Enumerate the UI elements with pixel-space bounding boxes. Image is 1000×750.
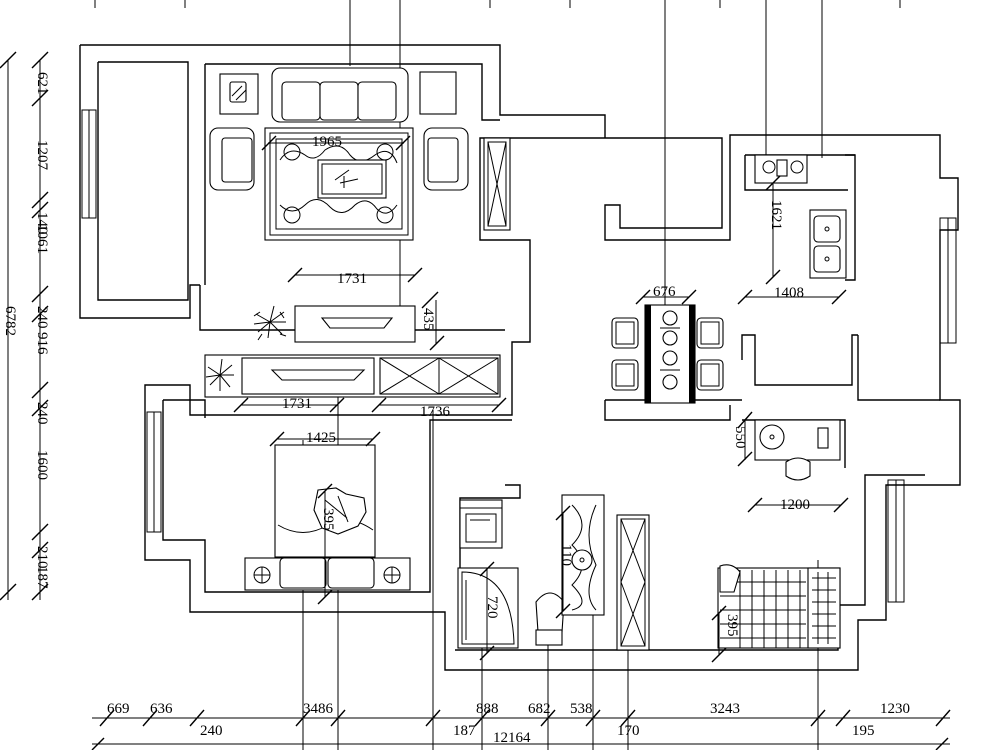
shower bbox=[457, 567, 519, 649]
side-table bbox=[419, 71, 457, 115]
single-bed bbox=[717, 564, 841, 649]
left-dim-916: 916 bbox=[34, 332, 50, 355]
left-dimensions: 621 1207 140 1061 240 6782 916 240 1600 … bbox=[2, 72, 50, 589]
dim-kitchen-depth: 1621 bbox=[768, 200, 784, 230]
left-dim-240b: 240 bbox=[34, 402, 50, 425]
dim-wall-435: 435 bbox=[420, 308, 436, 331]
left-dim-1061: 1061 bbox=[34, 224, 50, 254]
dim-shower-720: 720 bbox=[484, 596, 500, 619]
dim-toilet-110: 110 bbox=[558, 544, 574, 566]
dim-tv-span: 1731 bbox=[282, 396, 312, 412]
bottom-dim-3486: 3486 bbox=[303, 701, 334, 717]
living-cabinet bbox=[483, 137, 511, 231]
dim-kitchen-width: 1408 bbox=[774, 285, 804, 301]
dim-rug-width: 1965 bbox=[312, 134, 342, 150]
area-rug bbox=[264, 127, 414, 241]
interior-dimensions: 1965 1731 1731 1736 435 1425 395 676 140… bbox=[282, 134, 810, 637]
dim-living-span: 1731 bbox=[337, 271, 367, 287]
stove bbox=[754, 154, 808, 184]
left-dim-240: 240 bbox=[34, 306, 50, 329]
bottom-dim-187: 187 bbox=[453, 723, 476, 739]
bottom-dim-538: 538 bbox=[570, 701, 593, 717]
bottom-dim-3243: 3243 bbox=[710, 701, 740, 717]
bottom-dim-636: 636 bbox=[150, 701, 173, 717]
left-dim-1600: 1600 bbox=[34, 450, 50, 480]
washbasin bbox=[754, 419, 841, 481]
toilet bbox=[535, 592, 565, 646]
windows bbox=[81, 109, 957, 603]
dining-table bbox=[644, 304, 696, 404]
dining-chairs bbox=[611, 317, 724, 391]
left-dim-140: 140 bbox=[34, 212, 50, 235]
phone-table bbox=[219, 73, 259, 115]
bottom-dimensions: 669 636 3486 888 682 538 3243 1230 240 1… bbox=[107, 701, 910, 746]
bottom-dim-888: 888 bbox=[476, 701, 499, 717]
bottom-dim-240: 240 bbox=[200, 723, 223, 739]
vanity bbox=[561, 494, 605, 616]
kitchen-counter bbox=[809, 209, 847, 279]
dim-bath-span: 1200 bbox=[780, 497, 810, 513]
bottom-dim-total: 12164 bbox=[493, 730, 531, 746]
washing-machine bbox=[459, 499, 503, 549]
left-dim-210: 210 bbox=[34, 546, 50, 569]
bottom-dim-1230: 1230 bbox=[880, 701, 910, 717]
dim-dining-width: 676 bbox=[653, 284, 676, 300]
tv-console-living bbox=[294, 305, 416, 343]
plant-bedroom bbox=[205, 358, 234, 391]
bottom-dim-682: 682 bbox=[528, 701, 551, 717]
dim-bed2-395: 395 bbox=[724, 614, 740, 637]
dim-bed-inner: 395 bbox=[320, 508, 336, 531]
plant-living bbox=[253, 305, 287, 341]
dim-cabinet-span: 1736 bbox=[420, 404, 451, 420]
wardrobe bbox=[616, 514, 650, 651]
sofa bbox=[271, 67, 409, 123]
bottom-dim-170: 170 bbox=[617, 723, 640, 739]
left-dim-187: 187 bbox=[34, 566, 50, 589]
left-dim-621: 621 bbox=[34, 72, 50, 95]
dim-wash-550: 550 bbox=[732, 426, 748, 449]
left-dim-1207: 1207 bbox=[34, 140, 50, 171]
dim-bed-width: 1425 bbox=[306, 430, 336, 446]
armchair-left bbox=[209, 127, 255, 191]
bedroom-tv-console bbox=[204, 354, 501, 398]
bottom-dim-669: 669 bbox=[107, 701, 130, 717]
interior-dim-lines bbox=[241, 142, 841, 655]
double-bed bbox=[244, 444, 411, 591]
bottom-dim-195: 195 bbox=[852, 723, 875, 739]
left-dim-6782: 6782 bbox=[2, 306, 18, 336]
armchair-right bbox=[423, 127, 469, 191]
